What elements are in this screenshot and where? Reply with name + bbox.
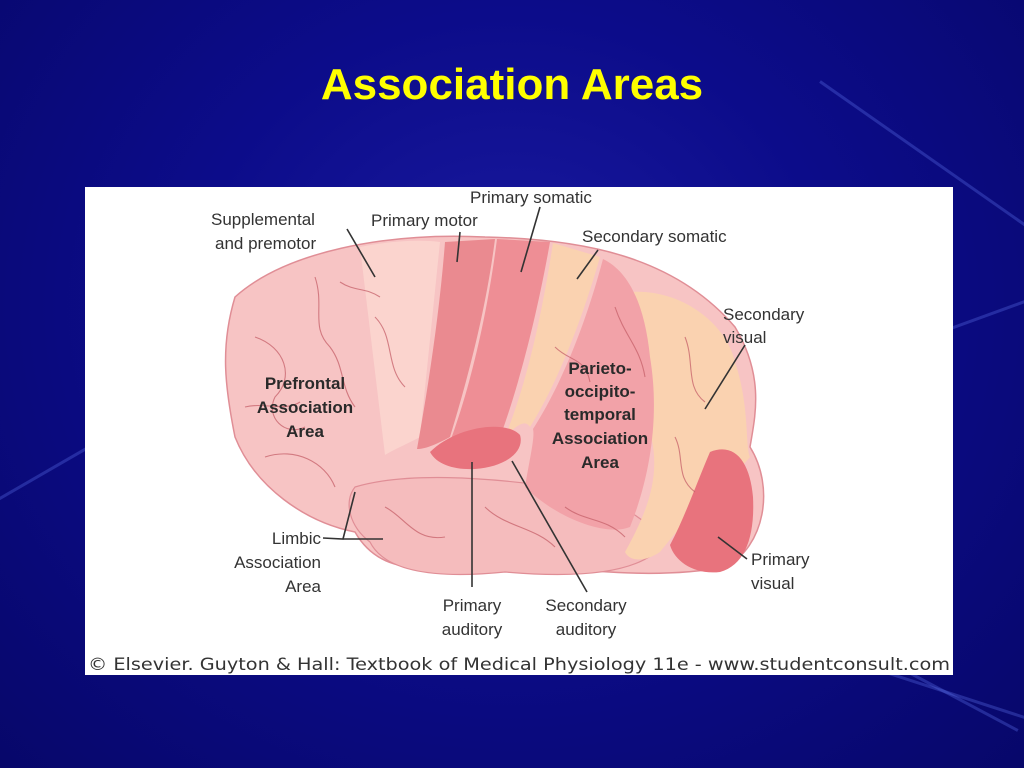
label-primary-motor: Primary motor [371,211,478,230]
secondary-somatic-region [505,243,600,437]
label-parieto-occipito-temporal: Association [552,429,648,448]
primary-auditory-region [430,426,521,470]
leader-primary-visual [717,536,748,560]
label-prefrontal: Association [257,398,353,417]
label-primary-auditory: Primary [443,596,502,615]
label-primary-auditory: auditory [442,620,503,639]
leader-secondary-auditory [511,460,588,593]
leader-limbic [322,491,383,540]
brain-diagram-figure: Primary somatic Supplemental and premoto… [85,187,953,675]
label-secondary-visual: visual [723,328,766,347]
label-secondary-somatic: Secondary somatic [582,227,727,246]
label-parieto-occipito-temporal: temporal [564,405,636,424]
label-supplemental: and premotor [215,234,316,253]
label-prefrontal: Area [286,422,324,441]
leader-primary-somatic [520,206,541,273]
label-parieto-occipito-temporal: Area [581,453,619,472]
leader-primary-motor [456,231,461,263]
parieto-occipito-temporal-region [525,259,654,530]
label-secondary-visual: Secondary [723,305,805,324]
label-parieto-occipito-temporal: occipito- [565,382,636,401]
leader-supplemental [346,228,376,278]
label-secondary-auditory: Secondary [545,596,627,615]
primary-visual-region [670,449,754,573]
label-primary-visual: Primary [751,550,810,569]
label-prefrontal: Prefrontal [265,374,345,393]
figure-caption: © Elsevier. Guyton & Hall: Textbook of M… [88,655,950,674]
brain-diagram: Primary somatic Supplemental and premoto… [88,188,950,674]
slide-title: Association Areas [320,60,704,109]
label-limbic: Area [285,577,321,596]
label-parieto-occipito-temporal: Parieto- [568,359,631,378]
leader-secondary-visual [704,344,746,410]
primary-somatic-region [451,239,550,444]
leader-secondary-somatic [576,249,599,280]
label-secondary-auditory: auditory [556,620,617,639]
label-supplemental: Supplemental [211,210,315,229]
label-primary-somatic: Primary somatic [470,188,592,207]
label-limbic: Limbic [272,529,322,548]
label-limbic: Association [234,553,321,572]
premotor-strip [360,240,440,455]
label-primary-visual: visual [751,574,794,593]
primary-motor-region [417,239,495,449]
